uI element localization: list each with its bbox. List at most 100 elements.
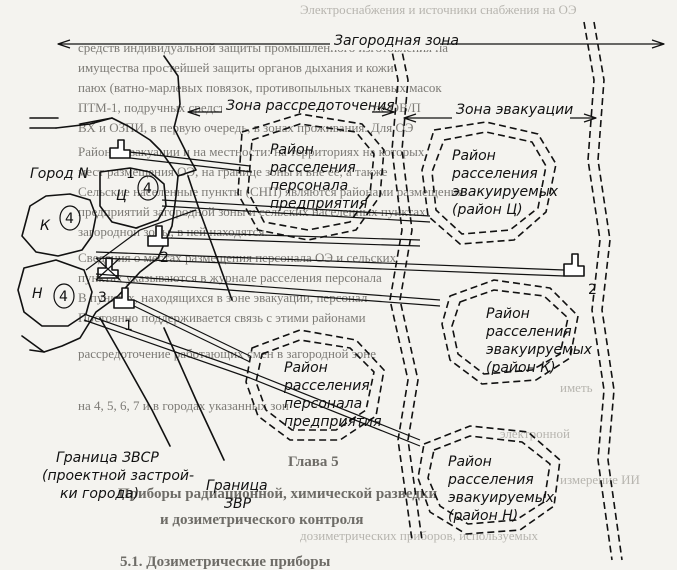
zone-k-letter: К <box>40 218 51 234</box>
district-evac-ts: Район расселения эвакуируемых (район Ц) <box>421 121 559 245</box>
bg-line-19: и дозиметрического контроля <box>160 512 363 528</box>
route-8 <box>85 209 197 271</box>
route-2b <box>161 205 431 223</box>
district-evac-ts-outer <box>421 121 557 245</box>
label-granitsa-zsr-1: Граница ЗВСР <box>56 450 159 466</box>
bg-right-1: иметь <box>560 380 593 395</box>
zone-n-category-circle <box>53 283 75 309</box>
arrowhead-right-3 <box>583 113 597 123</box>
district-evac-n: Район расселения эвакуируемых (район Н) <box>417 425 561 535</box>
enterprise-symbols: 1 2 3 1 2 <box>95 139 597 334</box>
label-granitsa-zvr-1: Граница <box>206 478 268 494</box>
bg-right-3: измерение ИИ <box>560 472 640 487</box>
factory-icon <box>95 257 121 281</box>
district-evac-n-line2: расселения <box>447 472 534 488</box>
route-7b <box>83 319 421 447</box>
bg-line-8: Сельские населенные пункты (СНП) являютс… <box>78 184 464 199</box>
bg-line-15: рассредоточение работающих смен в загоро… <box>78 346 376 361</box>
district-evac-n-inner <box>427 435 551 525</box>
district-personnel-1-outer <box>237 113 385 241</box>
zsr-boundary-line-a <box>387 31 413 541</box>
label-granitsa-zsr-3: ки города) <box>60 486 139 502</box>
factory-icon <box>563 253 585 277</box>
district-personnel-1-inner <box>247 123 375 231</box>
zone-ts-outline <box>99 167 167 229</box>
zsr-leader <box>99 317 171 447</box>
district-personnel-1-line4: предприятия <box>270 196 368 212</box>
district-evac-n-outer <box>417 425 561 535</box>
label-zona-evakuatsii: Зона эвакуации <box>456 102 573 118</box>
bg-line-12: пунктах указываются в журнале расселения… <box>78 270 382 285</box>
zone-boundaries <box>387 21 623 561</box>
label-granitsa-zsr-2: (проектной застрой- <box>42 468 194 484</box>
arrowhead-right-2 <box>381 107 395 117</box>
district-personnel-1-line2: расселения <box>269 160 356 176</box>
zvr-leader <box>163 327 225 461</box>
factory-icon <box>147 225 169 247</box>
zone-k-category-circle <box>59 205 81 231</box>
site-3-number: 3 <box>98 290 107 306</box>
zone-k: К 4 <box>21 193 97 257</box>
route-3a <box>167 231 421 241</box>
zone-ts: Ц 4 <box>99 167 167 229</box>
district-personnel-2-line1: Район <box>284 360 328 376</box>
district-personnel-1-line1: Район <box>270 142 314 158</box>
label-zona-rassredotocheniya: Зона рассредоточения <box>226 98 395 114</box>
boundary-leaders <box>99 175 233 461</box>
city-boundary-inner <box>163 55 197 177</box>
bg-line-17: Глава 5 <box>288 454 339 470</box>
district-personnel-2: Район расселения персонала предприятия <box>245 329 385 441</box>
bg-line-13: В пунктах, находящихся в зоне эвакуации,… <box>78 290 368 305</box>
district-personnel-2-inner <box>255 339 375 431</box>
city-outline <box>21 55 197 353</box>
district-evac-k-line4: (район К) <box>486 360 556 376</box>
bg-line-18: Приборы радиационной, химической разведк… <box>118 486 438 502</box>
route-1b <box>129 157 253 173</box>
zone-ts-category-circle <box>137 175 159 201</box>
district-evac-ts-line4: (район Ц) <box>452 202 523 218</box>
city-name: Город N <box>30 166 89 182</box>
route-7a <box>83 313 421 441</box>
bg-line-10: загородной зоны, в ней находятся. <box>78 224 268 239</box>
label-granitsa-zvr-2: ЗВР <box>224 496 252 512</box>
district-personnel-2-outer <box>245 329 385 441</box>
road-stub-4 <box>21 335 45 353</box>
site-1b-number: 1 <box>124 318 133 334</box>
arrowhead-right-1 <box>651 39 665 49</box>
bg-line-2: имущества простейшей защиты органов дыха… <box>78 60 394 75</box>
district-evac-n-line1: Район <box>448 454 492 470</box>
site-1-number: 1 <box>126 166 135 182</box>
district-evac-ts-inner <box>431 131 547 235</box>
district-evac-k-line2: расселения <box>485 324 572 340</box>
route-4a <box>95 251 565 271</box>
bg-right-2: электронной <box>500 426 570 441</box>
district-evac-ts-line1: Район <box>452 148 496 164</box>
district-personnel-1: Район расселения персонала предприятия <box>237 113 385 241</box>
label-bg-2 <box>222 96 372 116</box>
zsr-boundary-line-b <box>397 31 423 541</box>
district-evac-k-inner <box>451 289 569 375</box>
district-evac-k-line3: эвакуируемых <box>486 342 593 358</box>
factory-icon <box>109 139 131 159</box>
arrowhead-left-3 <box>403 113 417 123</box>
route-5b <box>95 279 441 307</box>
district-personnel-2-line2: расселения <box>283 378 370 394</box>
district-personnel-2-line3: персонала <box>284 396 362 412</box>
background-page-text: Электроснабжения и источники снабжения н… <box>78 2 640 570</box>
road-stub-3 <box>79 117 113 125</box>
arrowhead-left-1 <box>57 39 71 49</box>
arrowhead-left-2 <box>187 107 201 117</box>
route-1a <box>129 151 251 167</box>
zone-n-letter: Н <box>32 286 43 302</box>
bg-right-4: дозиметрических приборов, используемых <box>300 528 538 543</box>
zone-k-outline <box>21 193 97 257</box>
bg-line-3: паюх (ватно-марлевых повязок, противопыл… <box>78 80 442 95</box>
route-6b <box>133 305 251 363</box>
district-evac-ts-line3: эвакуируемых <box>452 184 559 200</box>
district-evac-n-line3: эвакуируемых <box>448 490 555 506</box>
zone-leader <box>187 175 233 301</box>
zone-ts-letter: Ц <box>116 188 127 204</box>
bg-line-14: Постоянно поддерживается связь с этими р… <box>78 310 366 325</box>
